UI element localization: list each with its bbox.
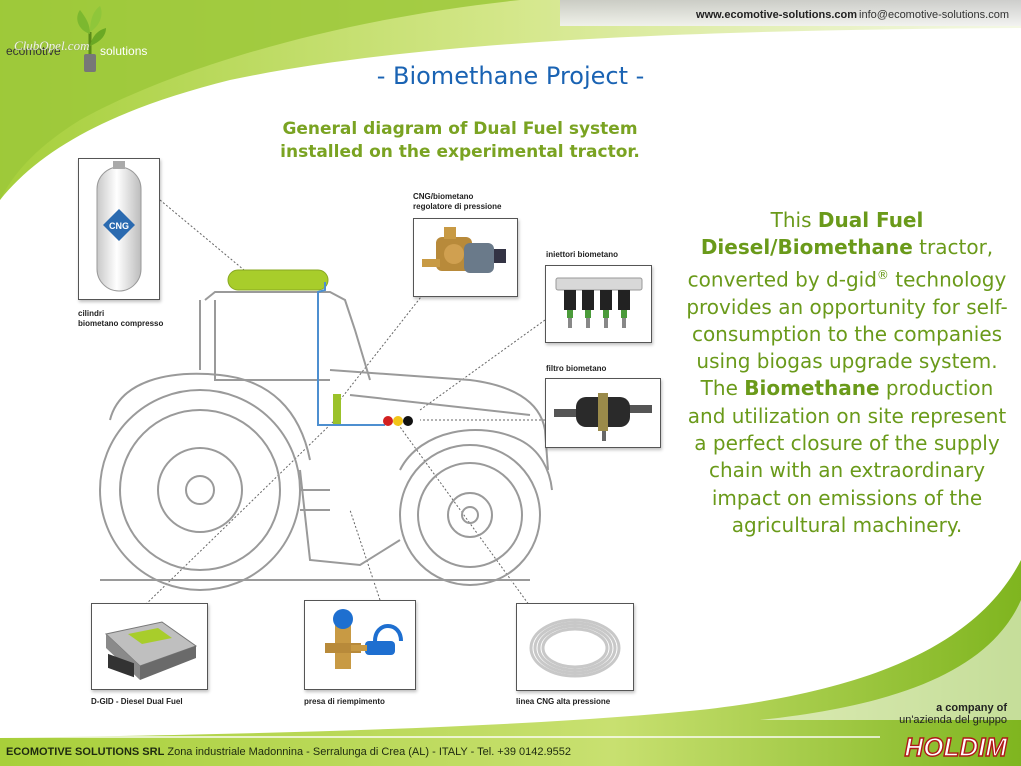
- black-dot: [403, 416, 413, 426]
- logo-text: ecomotive: [6, 44, 61, 58]
- holdim-logo: HOLDIM: [904, 734, 1009, 762]
- logo-solutions-text: solutions: [100, 44, 148, 58]
- regulator-label-1: CNG/biometano: [413, 192, 474, 201]
- website-link[interactable]: www.ecomotive-solutions.com: [696, 9, 857, 21]
- desc-text-4: provides an opportunity for self-consump…: [686, 294, 1008, 401]
- ecu-label: D-GID - Diesel Dual Fuel: [91, 697, 183, 706]
- cylinder-label-1: cilindri: [78, 309, 105, 318]
- injectors-label: iniettori biometano: [546, 250, 618, 259]
- filter-box: [545, 378, 661, 448]
- gas-filter-icon: [554, 393, 652, 441]
- filler-box: [304, 600, 416, 690]
- desc-text-5: production and utilization on site repre…: [687, 376, 1007, 537]
- tractor-outline: [99, 291, 553, 591]
- filler-label: presa di riempimento: [304, 697, 385, 706]
- registered-mark: ®: [876, 267, 889, 282]
- cylinder-box: CNG: [78, 158, 160, 300]
- desc-text-2: tractor, converted by d-gid: [687, 235, 994, 292]
- desc-bold-1: Dual Fuel Diesel/Biomethane: [700, 208, 924, 260]
- hose-box: [516, 603, 634, 691]
- filter-label: filtro biometano: [546, 364, 607, 373]
- page-title: - Biomethane Project -: [376, 62, 645, 90]
- regulator-label: CNG/biometano regolatore di pressione: [413, 192, 501, 212]
- gas-line: [317, 282, 385, 426]
- regulator-label-2: regolatore di pressione: [413, 202, 502, 211]
- yellow-dot: [393, 416, 403, 426]
- svg-text:HOLDIM: HOLDIM: [904, 734, 1008, 762]
- company-line-1: a company of: [936, 702, 1007, 714]
- filler-valve-icon: [325, 609, 403, 669]
- company-line-2: un'azienda del gruppo: [899, 714, 1007, 726]
- cylinder-label: cilindri biometano compresso: [78, 309, 163, 329]
- tractor-diagram: [99, 199, 553, 621]
- cng-badge: CNG: [109, 221, 129, 231]
- footer-company-name: ECOMOTIVE SOLUTIONS SRL: [6, 746, 165, 758]
- ecu-box: [91, 603, 208, 690]
- email-link[interactable]: info@ecomotive-solutions.com: [859, 9, 1009, 21]
- roof-tank: [227, 269, 329, 291]
- hose-coil-icon: [529, 618, 621, 678]
- desc-text-3: technology: [888, 267, 1007, 292]
- footer-address-text: Zona industriale Madonnina - Serralunga …: [164, 746, 572, 758]
- injectors-icon: [555, 277, 643, 328]
- pressure-regulator-icon: [422, 227, 506, 273]
- filter-block: [333, 394, 341, 424]
- subtitle-line-2: installed on the experimental tractor.: [280, 142, 640, 162]
- desc-text-1: This: [770, 208, 818, 232]
- cng-cylinder-icon: CNG: [96, 161, 142, 292]
- desc-bold-2: Biomethane: [744, 376, 880, 401]
- subtitle-line-1: General diagram of Dual Fuel system: [282, 119, 638, 139]
- injectors-box: [545, 265, 652, 343]
- watermark-text: ClubOpel.com: [14, 38, 90, 53]
- red-dot: [383, 416, 393, 426]
- cylinder-label-2: biometano compresso: [78, 319, 164, 328]
- description-text: This Dual Fuel Diesel/Biomethane tractor…: [682, 207, 1012, 539]
- footer-address: ECOMOTIVE SOLUTIONS SRL Zona industriale…: [6, 746, 571, 758]
- logo-plant-icon: [77, 6, 106, 72]
- ecu-icon: [104, 621, 198, 680]
- regulator-box: [413, 218, 518, 297]
- company-info: a company of un'azienda del gruppo: [899, 702, 1007, 726]
- diagram-subtitle: General diagram of Dual Fuel system inst…: [230, 118, 690, 164]
- hose-label: linea CNG alta pressione: [516, 697, 611, 706]
